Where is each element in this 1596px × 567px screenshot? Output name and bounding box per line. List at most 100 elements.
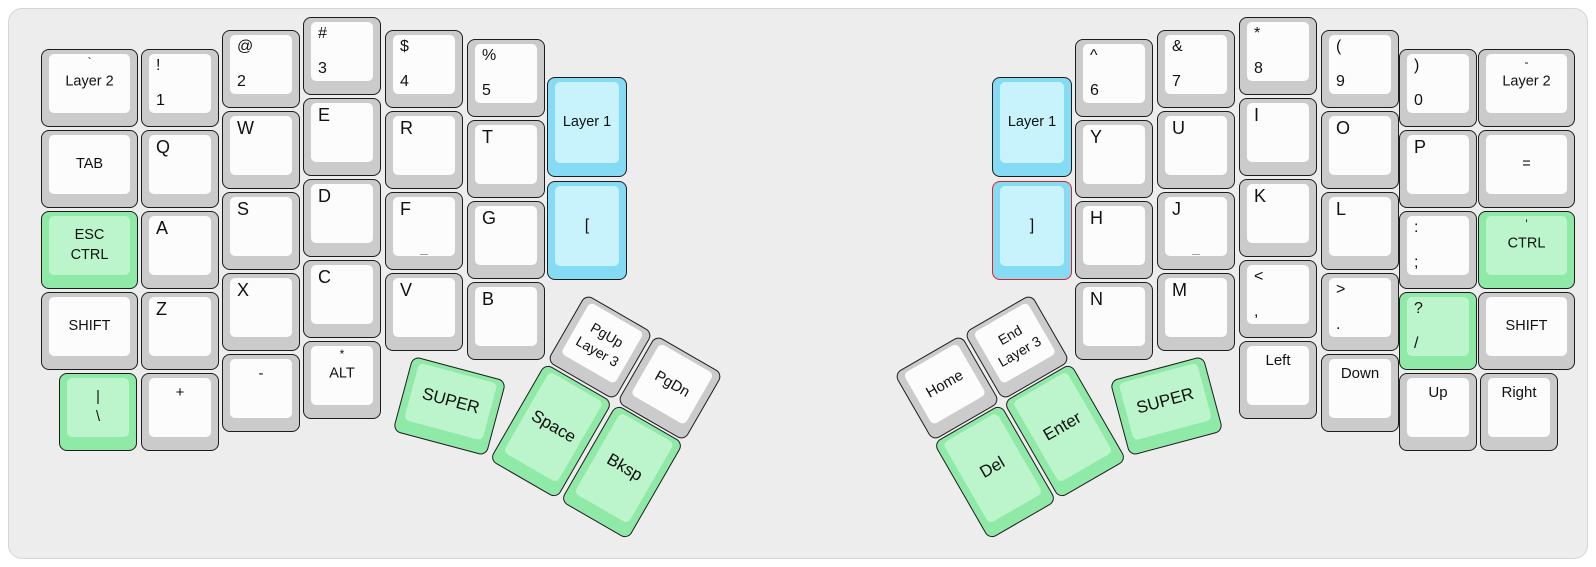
key-label: 0: [1414, 91, 1423, 109]
key-minus[interactable]: -: [222, 354, 300, 432]
key-left-bracket[interactable]: [: [547, 181, 627, 280]
key-equals[interactable]: =: [1478, 130, 1575, 208]
key-1[interactable]: !1: [141, 49, 219, 127]
keytop: *ALT: [311, 346, 373, 405]
key-dash-layer2[interactable]: - Layer 2: [1478, 49, 1575, 127]
key-quote-ctrl[interactable]: 'CTRL: [1478, 211, 1575, 289]
keytop: Right: [1488, 378, 1550, 437]
key-u[interactable]: U: [1157, 111, 1235, 189]
key-label: ;: [1414, 253, 1419, 271]
keytop: X: [230, 278, 292, 337]
key-label: Layer 2: [1502, 73, 1551, 90]
key-label: =: [1522, 155, 1531, 172]
key-3[interactable]: #3: [303, 17, 381, 95]
key-label: CTRL: [1507, 235, 1546, 252]
keytop: R: [393, 116, 455, 175]
key-label: #: [318, 25, 327, 42]
key-label: A: [156, 218, 169, 238]
key-label: 8: [1254, 59, 1263, 77]
key-p[interactable]: P: [1399, 130, 1477, 208]
key-label: ?: [1414, 300, 1423, 317]
keytop: K: [1247, 184, 1309, 243]
keytop: ]: [1000, 186, 1064, 266]
key-b[interactable]: B: [467, 282, 545, 360]
key-0[interactable]: )0: [1399, 49, 1477, 127]
key-label: -: [1524, 55, 1529, 69]
keytop: $4: [393, 35, 455, 94]
keytop: M: [1165, 278, 1227, 337]
key-arrow-up[interactable]: Up: [1399, 373, 1477, 451]
key-q[interactable]: Q: [141, 130, 219, 208]
keytop: Down: [1329, 359, 1391, 418]
key-9[interactable]: (9: [1321, 30, 1399, 108]
key-comma[interactable]: <,: [1239, 260, 1317, 338]
key-label: Up: [1428, 384, 1448, 401]
key-g[interactable]: G: [467, 201, 545, 279]
key-o[interactable]: O: [1321, 111, 1399, 189]
key-shift-right[interactable]: SHIFT: [1478, 292, 1575, 370]
key-z[interactable]: Z: [141, 292, 219, 370]
key-layer1-right[interactable]: Layer 1: [992, 77, 1072, 177]
key-label: (: [1336, 38, 1342, 55]
key-plus[interactable]: +: [141, 373, 219, 451]
key-i[interactable]: I: [1239, 98, 1317, 176]
key-f[interactable]: F_: [385, 192, 463, 270]
key-k[interactable]: K: [1239, 179, 1317, 257]
key-c[interactable]: C: [303, 260, 381, 338]
key-w[interactable]: W: [222, 111, 300, 189]
key-arrow-right[interactable]: Right: [1480, 373, 1558, 451]
key-tab[interactable]: TAB: [41, 130, 138, 208]
key-8[interactable]: *8: [1239, 17, 1317, 95]
key-a[interactable]: A: [141, 211, 219, 289]
key-j[interactable]: J_: [1157, 192, 1235, 270]
key-label: J: [1172, 199, 1181, 219]
keytop: Layer 1: [555, 82, 619, 163]
key-label: >: [1336, 281, 1346, 298]
key-6[interactable]: ^6: [1075, 39, 1153, 117]
key-r[interactable]: R: [385, 111, 463, 189]
key-label: Layer 1: [1007, 113, 1057, 130]
key-question-slash[interactable]: ?/: [1399, 292, 1477, 370]
key-right-bracket[interactable]: ]: [992, 181, 1072, 280]
keytop: O: [1329, 116, 1391, 175]
key-label: _: [1192, 239, 1200, 256]
key-5[interactable]: %5: [467, 39, 545, 117]
key-period[interactable]: >.: [1321, 273, 1399, 351]
key-d[interactable]: D: [303, 179, 381, 257]
key-label: G: [482, 208, 497, 228]
key-arrow-left[interactable]: Left: [1239, 341, 1317, 419]
key-label: :: [1414, 219, 1419, 236]
key-4[interactable]: $4: [385, 30, 463, 108]
key-label: ESC: [74, 227, 105, 244]
key-n[interactable]: N: [1075, 282, 1153, 360]
key-label: `: [87, 55, 92, 69]
key-layer1-left[interactable]: Layer 1: [547, 77, 627, 177]
key-semicolon[interactable]: :;: [1399, 211, 1477, 289]
key-v[interactable]: V: [385, 273, 463, 351]
key-x[interactable]: X: [222, 273, 300, 351]
keytop: ?/: [1407, 297, 1469, 356]
key-arrow-down[interactable]: Down: [1321, 354, 1399, 432]
key-t[interactable]: T: [467, 120, 545, 198]
keytop: L: [1329, 197, 1391, 256]
key-label: Right: [1501, 384, 1537, 401]
key-7[interactable]: &7: [1157, 30, 1235, 108]
key-backtick-layer2[interactable]: `Layer 2: [41, 49, 138, 127]
key-label: +: [175, 384, 185, 401]
key-label: @: [237, 38, 254, 55]
key-2[interactable]: @2: [222, 30, 300, 108]
key-s[interactable]: S: [222, 192, 300, 270]
keytop: Left: [1247, 346, 1309, 405]
keytop: (9: [1329, 35, 1391, 94]
key-m[interactable]: M: [1157, 273, 1235, 351]
key-pipe-backslash[interactable]: |\: [59, 373, 137, 451]
key-star-alt[interactable]: *ALT: [303, 341, 381, 419]
key-h[interactable]: H: [1075, 201, 1153, 279]
key-e[interactable]: E: [303, 98, 381, 176]
key-label: ): [1414, 57, 1420, 74]
key-shift-left[interactable]: SHIFT: [41, 292, 138, 370]
key-y[interactable]: Y: [1075, 120, 1153, 198]
key-label: Layer 1: [562, 113, 612, 130]
key-l[interactable]: L: [1321, 192, 1399, 270]
